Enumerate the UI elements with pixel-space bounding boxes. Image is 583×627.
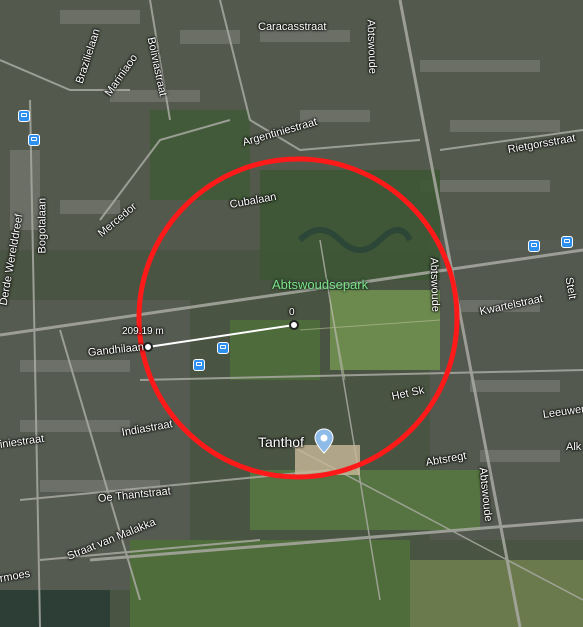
measure-end-handle[interactable] bbox=[289, 320, 299, 330]
street-label: Alk bbox=[566, 441, 582, 453]
measure-start-label: 0 bbox=[289, 307, 295, 318]
park-label[interactable]: Abtswoudsepark bbox=[272, 277, 369, 292]
bus-stop-icon[interactable] bbox=[561, 236, 573, 248]
street-label: Abtswoude bbox=[427, 257, 442, 313]
bus-stop-icon[interactable] bbox=[193, 359, 205, 371]
bus-stop-icon[interactable] bbox=[18, 110, 30, 122]
bus-stop-icon[interactable] bbox=[528, 240, 540, 252]
bus-stop-icon[interactable] bbox=[217, 342, 229, 354]
street-label: Abtswoude bbox=[364, 19, 379, 75]
measure-start-handle[interactable] bbox=[143, 342, 153, 352]
street-label: Bogotalaan bbox=[36, 197, 49, 254]
location-pin-icon[interactable] bbox=[314, 428, 334, 454]
street-label: Caracasstraat bbox=[258, 21, 327, 33]
poi-label[interactable]: Tanthof bbox=[258, 434, 304, 450]
measure-distance-label: 209.19 m bbox=[122, 326, 164, 337]
bus-stop-icon[interactable] bbox=[28, 134, 40, 146]
